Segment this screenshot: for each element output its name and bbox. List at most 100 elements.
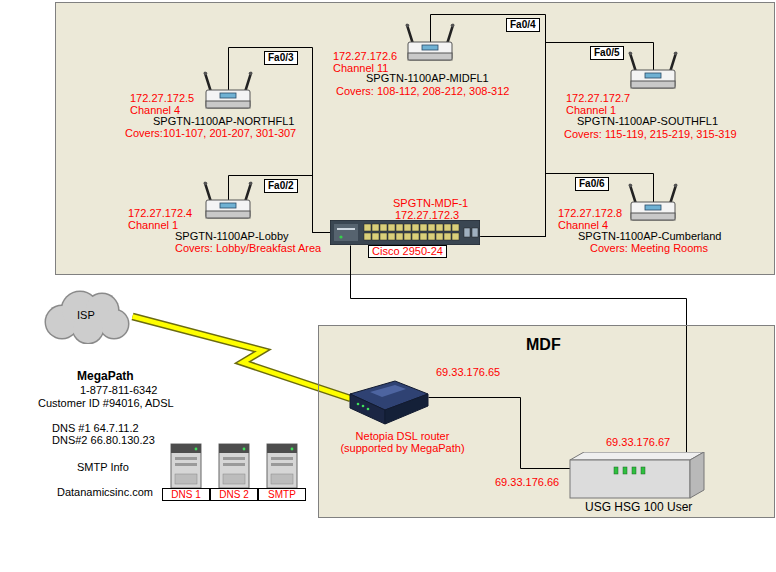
antenna — [630, 185, 636, 204]
usg-anchor — [570, 452, 704, 498]
antenna — [447, 25, 453, 44]
customer-id: Customer ID #94016, ADSL — [38, 397, 174, 409]
switch-led — [339, 235, 342, 238]
antenna-tip — [629, 52, 633, 56]
device-name: SPGTN-1100AP-Lobby — [175, 230, 289, 242]
coverage-note: Covers: 108-112, 208-212, 308-312 — [336, 85, 509, 97]
ap-base — [206, 211, 250, 218]
ip-address: 172.27.172.7 — [566, 92, 630, 104]
dsl-router: 69.33.176.65Netopia DSL router (supporte… — [335, 366, 503, 456]
switch-port — [404, 224, 411, 231]
isp-cloud: ISP — [40, 288, 134, 346]
server-top — [219, 444, 249, 453]
device-name: Netopia DSL router (supported by MegaPat… — [335, 430, 470, 454]
model-label: Cisco 2950-24 — [368, 245, 447, 258]
antenna — [630, 53, 636, 72]
switch-port — [380, 224, 387, 231]
sw-icon — [330, 220, 480, 245]
switch-port — [412, 224, 419, 231]
switch-port — [420, 224, 427, 231]
server-body — [171, 444, 201, 488]
router-led — [362, 405, 365, 408]
switch-port — [452, 233, 459, 240]
switch-port — [428, 233, 435, 240]
usg-led — [641, 467, 645, 474]
ip-address: 69.33.176.65 — [436, 366, 500, 378]
dns-entry: DNS#2 66.80.130.23 — [52, 434, 155, 446]
switch-port — [452, 224, 459, 231]
access-point: 172.27.172.7Channel 1SPGTN-1100AP-SOUTHF… — [564, 50, 739, 142]
router-side — [385, 394, 428, 424]
provider-name: MegaPath — [77, 370, 134, 382]
antenna-tip — [406, 24, 410, 28]
antenna — [205, 183, 211, 202]
switch-logo-panel — [334, 224, 358, 241]
smtp-note: SMTP Info — [77, 461, 129, 473]
switch-port — [404, 233, 411, 240]
server: DNS 2 — [210, 442, 260, 503]
dns-entry: DNS #1 64.7.11.2 — [52, 422, 139, 434]
ip-address: 172.27.172.8 — [558, 207, 622, 219]
antenna-tip — [249, 182, 253, 186]
server-label: SMTP — [258, 488, 306, 501]
ap-base — [206, 101, 250, 108]
server-top — [267, 444, 297, 453]
usg-led — [632, 467, 636, 474]
drive-bay — [271, 463, 293, 466]
server-label: DNS 1 — [162, 488, 210, 501]
tower-icon — [217, 442, 251, 488]
switch-port — [396, 233, 403, 240]
switch-logo — [337, 228, 355, 230]
ap-icon — [405, 22, 455, 64]
antenna — [407, 25, 413, 44]
channel-label: Channel 4 — [558, 219, 608, 231]
device-name: SPGTN-1100AP-MIDFL1 — [366, 72, 489, 84]
device-name: SPGTN-1100AP-SOUTHFL1 — [577, 115, 718, 127]
coverage-note: Covers: 115-119, 215-219, 315-319 — [564, 128, 737, 140]
device-name: SPGTN-MDF-1 — [393, 197, 468, 209]
antenna — [205, 73, 211, 92]
gateway-appliance: 69.33.176.6769.33.176.66USG HSG 100 User — [495, 436, 708, 516]
antenna-tip — [674, 184, 678, 188]
cloud-anchor — [40, 288, 132, 344]
server-top — [171, 444, 201, 453]
ip-address: 69.33.176.67 — [606, 436, 670, 448]
switch-port — [372, 224, 379, 231]
server-led — [243, 448, 246, 451]
ap-body — [206, 200, 250, 218]
network-cable — [429, 398, 571, 469]
device-name: SPGTN-1100AP-NORTHFL1 — [153, 115, 294, 127]
server-body — [267, 444, 297, 488]
drive-bay — [175, 463, 197, 466]
access-point: 172.27.172.8Channel 4SPGTN-1100AP-Cumber… — [558, 182, 724, 256]
ip-address: 172.27.172.5 — [130, 92, 194, 104]
domain-name: Datanamicsinc.com — [57, 486, 153, 498]
ap-display — [645, 73, 661, 78]
antenna — [670, 185, 676, 204]
router-anchor — [350, 381, 428, 424]
usg-side — [690, 452, 704, 498]
ip-address: 172.27.172.6 — [333, 50, 397, 62]
switch-port — [380, 233, 387, 240]
server-vent — [175, 474, 197, 484]
server-vent — [271, 474, 293, 484]
device-name: SPGTN-1100AP-Cumberland — [578, 230, 721, 242]
tower-icon — [265, 442, 299, 488]
switch-port — [436, 233, 443, 240]
drive-bay — [223, 463, 245, 466]
access-point: 172.27.172.5Channel 4SPGTN-1100AP-NORTHF… — [125, 70, 299, 141]
ip-address: 172.27.172.3 — [395, 209, 459, 221]
usg-front — [570, 460, 690, 498]
network-cable — [351, 246, 687, 453]
antenna-tip — [204, 182, 208, 186]
ap-icon — [203, 70, 253, 112]
switch-port — [444, 224, 451, 231]
usg-top — [570, 452, 704, 460]
coverage-note: Covers: Lobby/Breakfast Area — [175, 242, 321, 254]
switch-port — [372, 233, 379, 240]
switch-port — [388, 224, 395, 231]
ap-display — [220, 203, 236, 208]
port-label: Fa0/2 — [264, 179, 298, 193]
router-highlight — [370, 385, 406, 397]
